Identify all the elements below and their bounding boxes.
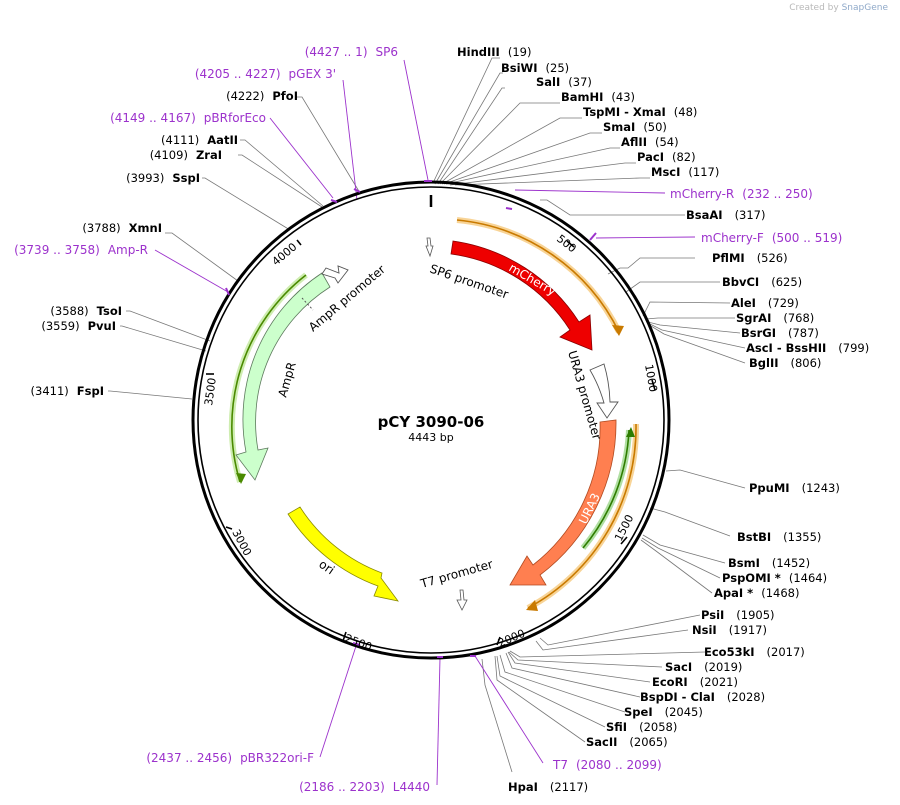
t7-promoter-label: T7 promoter <box>418 557 494 591</box>
primer-labels: (4427 .. 1)SP6 (4205 .. 4227)pGEX 3' (41… <box>14 45 842 794</box>
plasmid-name: pCY 3090-06 <box>378 413 485 431</box>
site-bglii[interactable]: BglII(806) <box>749 356 821 370</box>
ampr-promoter-label: AmpR promoter <box>306 262 388 334</box>
t7-promoter-arrow[interactable] <box>456 589 468 611</box>
site-bsaai[interactable]: BsaAI(317) <box>686 208 766 222</box>
site-zrai[interactable]: (4109)ZraI <box>150 148 222 162</box>
tick-label-3500: 3500 <box>202 377 219 407</box>
mcherry-label: mCherry <box>507 260 559 298</box>
ampr-label: AmpR <box>275 360 298 398</box>
site-aflii[interactable]: AflII(54) <box>621 135 679 149</box>
ori-feature-arrow[interactable] <box>287 506 399 602</box>
primer-sp6[interactable]: (4427 .. 1)SP6 <box>305 45 398 59</box>
primer-t7[interactable]: T7(2080 .. 2099) <box>552 758 662 772</box>
ampr-feature-arrow[interactable] <box>235 272 331 481</box>
site-nsii[interactable]: NsiI(1917) <box>692 623 767 637</box>
tick-label-500: 500 <box>554 232 579 255</box>
primer-l4440[interactable]: (2186 .. 2203)L4440 <box>299 780 430 794</box>
site-aatii[interactable]: (4111)AatII <box>161 133 238 147</box>
ampr-promoter-arrow[interactable] <box>321 265 349 284</box>
site-ecori[interactable]: EcoRI(2021) <box>652 675 738 689</box>
site-sacii[interactable]: SacII(2065) <box>586 735 668 749</box>
site-smai[interactable]: SmaI(50) <box>603 120 667 134</box>
ura3-feature-arrow[interactable] <box>509 419 617 586</box>
primer-pbrforeco[interactable]: (4149 .. 4167)pBRforEco <box>110 111 266 125</box>
site-spei[interactable]: SpeI(2045) <box>624 705 703 719</box>
left-site-labels: (4222)PfoI (4111)AatII (4109)ZraI (3993)… <box>31 89 298 398</box>
site-pflmi[interactable]: PflMI(526) <box>712 251 788 265</box>
site-fspi[interactable]: (3411)FspI <box>31 384 104 398</box>
site-sali[interactable]: SalI(37) <box>536 75 592 89</box>
site-hindiii[interactable]: HindIII(19) <box>457 45 531 59</box>
site-msci[interactable]: MscI(117) <box>651 165 719 179</box>
backbone-inner-strand <box>197 186 665 654</box>
tick-label-2500: 2500 <box>343 632 374 654</box>
tick-label-2000: 2000 <box>496 627 527 650</box>
right-site-labels: HindIII(19) BsiWI(25) SalI(37) BamHI(43)… <box>457 45 869 794</box>
site-bsmi[interactable]: BsmI(1452) <box>728 556 810 570</box>
primer-pbr322ori-f[interactable]: (2437 .. 2456)pBR322ori-F <box>146 751 314 765</box>
primer-pgex3[interactable]: (4205 .. 4227)pGEX 3' <box>195 67 336 81</box>
site-asci-bsshii[interactable]: AscI - BssHII(799) <box>746 341 869 355</box>
site-pfoi[interactable]: (4222)PfoI <box>226 89 298 103</box>
site-sfii[interactable]: SfiI(2058) <box>606 720 677 734</box>
site-eco53ki[interactable]: Eco53kI(2017) <box>704 645 805 659</box>
primer-amp-r[interactable]: (3739 .. 3758)Amp-R <box>14 243 148 257</box>
tick-label-4000: 4000 <box>270 240 300 268</box>
site-bbvci[interactable]: BbvCI(625) <box>722 275 802 289</box>
site-pvui[interactable]: (3559)PvuI <box>41 319 116 333</box>
site-saci[interactable]: SacI(2019) <box>665 660 742 674</box>
site-bsrgi[interactable]: BsrGI(787) <box>741 326 819 340</box>
ura3-promoter-label: URA3 promoter <box>565 349 604 441</box>
site-bspdi-clai[interactable]: BspDI - ClaI(2028) <box>640 690 765 704</box>
site-sspi[interactable]: (3993)SspI <box>126 171 200 185</box>
ampr-promoter-junction <box>301 297 314 311</box>
site-apai[interactable]: ApaI *(1468) <box>714 586 799 600</box>
primer-binding-arcs <box>228 217 640 611</box>
site-hpai[interactable]: HpaI(2117) <box>508 780 588 794</box>
site-ppumi[interactable]: PpuMI(1243) <box>749 481 840 495</box>
site-bstbi[interactable]: BstBI(1355) <box>737 530 821 544</box>
mcherry-feature-arrow[interactable] <box>450 240 593 351</box>
primer-marks <box>225 180 597 658</box>
site-leader-lines <box>108 57 746 773</box>
site-tspmi-xmai[interactable]: TspMI - XmaI(48) <box>583 105 697 119</box>
ura3-promoter-arrow[interactable] <box>589 363 619 419</box>
site-psii[interactable]: PsiI(1905) <box>701 608 775 622</box>
site-pspomi[interactable]: PspOMI *(1464) <box>722 571 827 585</box>
site-paci[interactable]: PacI(82) <box>637 150 696 164</box>
site-xmni[interactable]: (3788)XmnI <box>82 221 162 235</box>
site-sgrai[interactable]: SgrAI(768) <box>736 311 814 325</box>
snapgene-watermark: Created by SnapGene <box>789 3 888 13</box>
sp6-promoter-arrow[interactable] <box>425 237 434 258</box>
primer-mcherry-f[interactable]: mCherry-F(500 .. 519) <box>701 231 842 245</box>
tick-marks <box>206 239 656 646</box>
primer-leader-lines <box>154 59 696 786</box>
primer-mcherry-r[interactable]: mCherry-R(232 .. 250) <box>670 187 813 201</box>
site-tsoi[interactable]: (3588)TsoI <box>50 304 122 318</box>
site-alei[interactable]: AleI(729) <box>731 296 799 310</box>
site-bsiwi[interactable]: BsiWI(25) <box>501 61 569 75</box>
site-bamhi[interactable]: BamHI(43) <box>561 90 635 104</box>
tick-label-1000: 1000 <box>642 363 660 393</box>
plasmid-length: 4443 bp <box>408 431 453 444</box>
